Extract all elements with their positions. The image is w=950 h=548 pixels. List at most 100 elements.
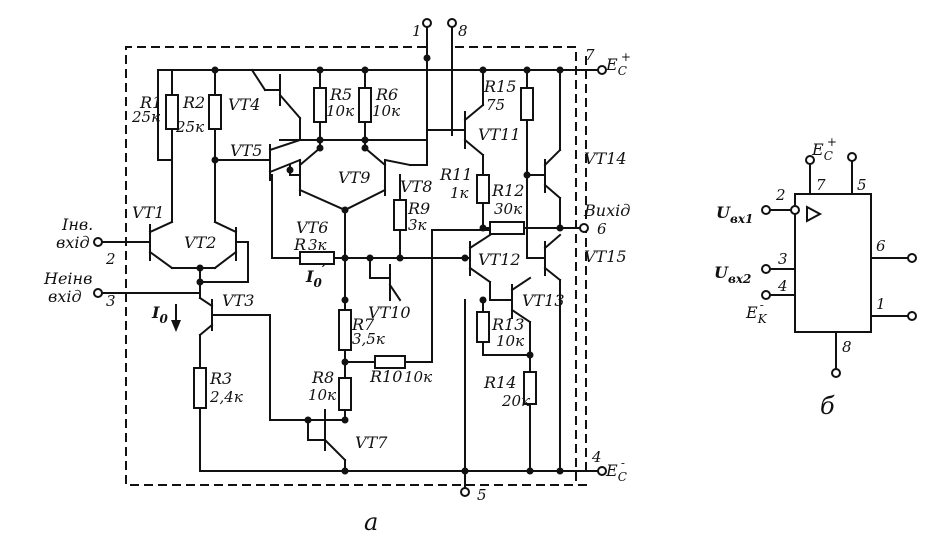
pin-a-6: 6 — [597, 220, 607, 238]
label-vt9: VT9 — [338, 168, 370, 187]
transistor-vt8 — [383, 158, 428, 196]
label-vt2: VT2 — [184, 233, 216, 252]
value-r5: 10к — [326, 102, 354, 120]
label-vt11: VT11 — [478, 125, 521, 144]
resistor-r15 — [523, 334, 537, 472]
resistor-r3 — [193, 334, 207, 472]
transistor-vt1 — [99, 220, 201, 270]
transistor-vt12 — [464, 233, 492, 301]
caption-b: б — [820, 392, 835, 420]
terminals-a — [93, 65, 607, 497]
value-r6: 10к — [372, 102, 400, 120]
pin-b-4: 4 — [777, 277, 788, 295]
label-i0: I0 — [151, 303, 168, 326]
value-r15: 20к — [501, 392, 530, 410]
label-r3: R3 — [209, 369, 232, 388]
resistor-r11 — [476, 154, 490, 229]
figure-a: R1 25к R2 25к VT4 VT5 R5 10к R6 10к VT9 … — [43, 18, 631, 536]
resistor-r12 — [482, 221, 581, 235]
value-r9: 3к — [408, 216, 427, 234]
label-r2: R2 — [182, 93, 205, 112]
label-vt3: VT3 — [222, 291, 254, 310]
label-vt12: VT12 — [478, 250, 521, 269]
value-r4: 3к — [308, 236, 327, 254]
pin-a-2: 2 — [105, 250, 116, 268]
label-r1: R1 — [139, 93, 162, 112]
package-outline — [125, 46, 590, 486]
label-output: Вихід — [583, 201, 630, 220]
label-b-ek-minus: EK- — [745, 298, 768, 326]
pin-b-1: 1 — [876, 295, 886, 313]
pin-b-6: 6 — [876, 237, 886, 255]
label-uin2: Uвх2 — [714, 263, 751, 286]
value-r7: 3,5к — [352, 330, 385, 348]
label-vt10: VT10 — [368, 303, 411, 322]
labels-a: R1 25к R2 25к VT4 VT5 R5 10к R6 10к VT9 … — [43, 22, 631, 536]
label-i0-prime: I0′ — [305, 263, 326, 290]
label-vt8: VT8 — [400, 177, 432, 196]
pin-leads-top — [422, 18, 457, 166]
label-vt5: VT5 — [230, 141, 262, 160]
resistor-r8 — [338, 371, 352, 421]
resistor-r13 — [476, 299, 531, 356]
transistor-vt14 — [526, 69, 562, 229]
labels-b: EC+ 7 5 2 Uвх1 3 Uвх2 4 EK- 6 1 8 б — [714, 135, 886, 420]
value-r10: 10к — [404, 368, 432, 386]
value-r12: 30к — [494, 200, 522, 218]
resistor-r2 — [208, 69, 222, 223]
pin-a-7: 7 — [585, 46, 595, 64]
pin-b-8: 8 — [842, 338, 852, 356]
pin-b-2: 2 — [775, 186, 786, 204]
label-r14: R15 — [483, 77, 516, 96]
current-arrow — [171, 304, 181, 332]
label-b-ec-plus: EC+ — [811, 135, 837, 163]
label-vt1: VT1 — [132, 203, 164, 222]
value-r2: 25к — [175, 118, 204, 136]
label-r7: R7 — [351, 315, 375, 334]
label-vt13: VT13 — [522, 291, 565, 310]
pin-a-3: 3 — [106, 292, 116, 310]
transistor-vt2 — [199, 220, 249, 283]
label-ec-minus: EC- — [605, 456, 627, 484]
transistor-vt15 — [526, 174, 562, 472]
resistor-r5 — [313, 69, 327, 149]
value-r1: 25к — [131, 108, 160, 126]
label-vt7: VT7 — [355, 433, 388, 452]
pin-b-5: 5 — [857, 176, 867, 194]
resistor-r1 — [165, 69, 179, 223]
label-r8: R8 — [311, 368, 334, 387]
label-r4: R — [293, 235, 306, 254]
value-r13: 10к — [496, 332, 524, 350]
label-inverting-1: Інв. — [61, 215, 93, 234]
value-r8: 10к — [308, 386, 336, 404]
label-vt15: VT15 — [584, 247, 627, 266]
figure-b: EC+ 7 5 2 Uвх1 3 Uвх2 4 EK- 6 1 8 б — [714, 135, 917, 420]
label-r10: R10 — [369, 367, 402, 386]
opamp-triangle-icon — [806, 205, 823, 223]
value-r14: 75 — [486, 96, 505, 114]
junctions — [196, 54, 564, 475]
resistor-r9 — [393, 194, 407, 259]
transistor-vt13 — [489, 276, 532, 336]
label-noninverting-1: Неінв — [43, 269, 92, 288]
label-r13: R13 — [491, 315, 524, 334]
label-r5: R5 — [329, 85, 352, 104]
label-r6: R6 — [375, 85, 398, 104]
transistor-vt3 — [198, 296, 271, 337]
label-noninverting-2: вхід — [48, 287, 82, 306]
transistor-vt11 — [426, 69, 485, 157]
caption-a: а — [364, 508, 378, 536]
transistor-vt7 — [269, 314, 347, 472]
pin-a-1: 1 — [412, 22, 422, 40]
label-r15: R14 — [483, 373, 516, 392]
resistor-r6 — [358, 69, 372, 149]
label-r12: R12 — [491, 181, 524, 200]
value-r11: 1к — [450, 184, 469, 202]
resistor-r14 — [520, 69, 534, 176]
resistor-r7 — [338, 209, 352, 373]
label-vt4: VT4 — [228, 95, 260, 114]
label-ec-plus: EC+ — [605, 50, 631, 78]
label-r9: R9 — [407, 199, 430, 218]
